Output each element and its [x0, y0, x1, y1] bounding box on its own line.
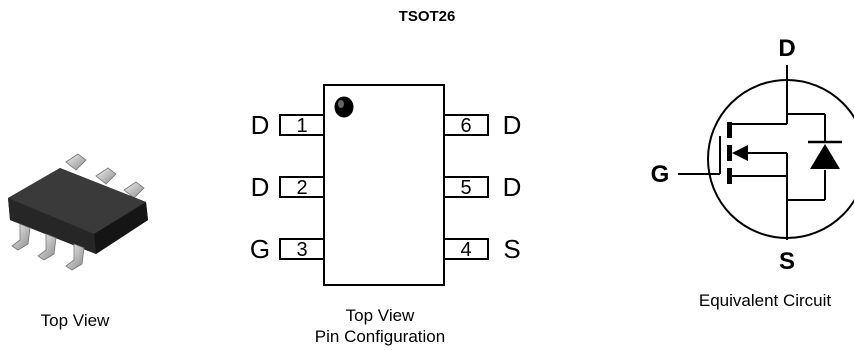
svg-text:4: 4: [460, 239, 471, 261]
circuit-caption: Equivalent Circuit: [698, 291, 832, 310]
svg-text:S: S: [503, 234, 520, 264]
gate-label: G: [651, 161, 670, 188]
package-caption: Top View: [40, 311, 110, 330]
pin-config-caption: Top View Pin Configuration: [285, 305, 475, 347]
pin-config-caption-line1: Top View: [345, 306, 415, 325]
pin-6: 6 D: [443, 110, 522, 140]
svg-text:D: D: [251, 172, 270, 202]
equivalent-circuit: D S G: [651, 35, 854, 275]
pin-3: 3 G: [250, 234, 325, 264]
pin-4: 4 S: [443, 234, 521, 264]
pin-configuration: 1 D 2 D 3 G 6 D 5 D 4 S: [250, 84, 522, 286]
pin-config-caption-line2: Pin Configuration: [314, 327, 446, 346]
front-leads: [11, 223, 85, 271]
body-arrow: [732, 145, 748, 161]
package-illustration: [8, 153, 148, 271]
svg-text:D: D: [503, 110, 522, 140]
package-title: TSOT26: [398, 8, 456, 25]
svg-text:6: 6: [460, 115, 471, 137]
pin-5: 5 D: [443, 172, 522, 202]
drain-label: D: [778, 35, 795, 62]
svg-text:1: 1: [296, 115, 307, 137]
pin1-marker: [334, 96, 354, 118]
back-leads: [65, 153, 145, 199]
body-diode: [810, 144, 840, 169]
svg-text:3: 3: [296, 239, 307, 261]
svg-text:5: 5: [460, 177, 471, 199]
pin-2: 2 D: [251, 172, 325, 202]
svg-text:D: D: [503, 172, 522, 202]
source-label: S: [779, 248, 795, 275]
svg-text:G: G: [250, 234, 270, 264]
svg-text:D: D: [251, 110, 270, 140]
svg-text:2: 2: [296, 177, 307, 199]
pin-1: 1 D: [251, 110, 325, 140]
